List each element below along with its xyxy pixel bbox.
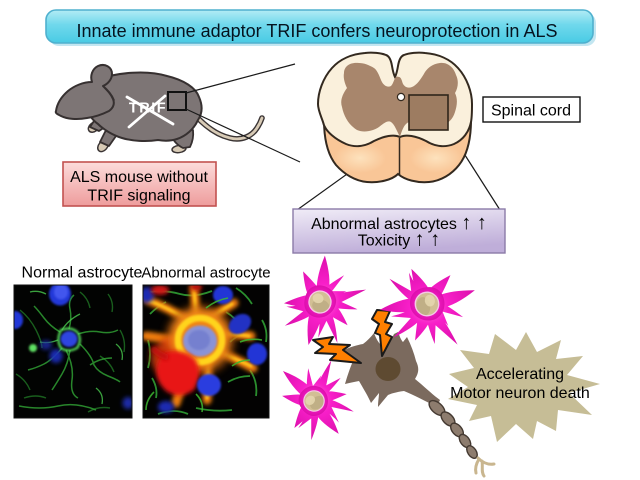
svg-text:Motor neuron death: Motor neuron death (450, 385, 590, 402)
svg-text:ALS mouse without: ALS mouse without (70, 169, 208, 186)
svg-text:Spinal cord: Spinal cord (491, 103, 571, 120)
svg-text:Abnormal astrocytes ↑ ↑: Abnormal astrocytes ↑ ↑ (311, 212, 487, 234)
svg-text:Abnormal astrocyte: Abnormal astrocyte (141, 265, 270, 282)
svg-text:Normal astrocyte: Normal astrocyte (22, 265, 143, 282)
svg-text:Toxicity ↑ ↑: Toxicity ↑ ↑ (358, 229, 440, 251)
svg-text:Accelerating: Accelerating (476, 366, 564, 383)
svg-text:TRIF signaling: TRIF signaling (87, 188, 190, 205)
svg-text:Innate immune adaptor TRIF con: Innate immune adaptor TRIF confers neuro… (77, 21, 558, 41)
